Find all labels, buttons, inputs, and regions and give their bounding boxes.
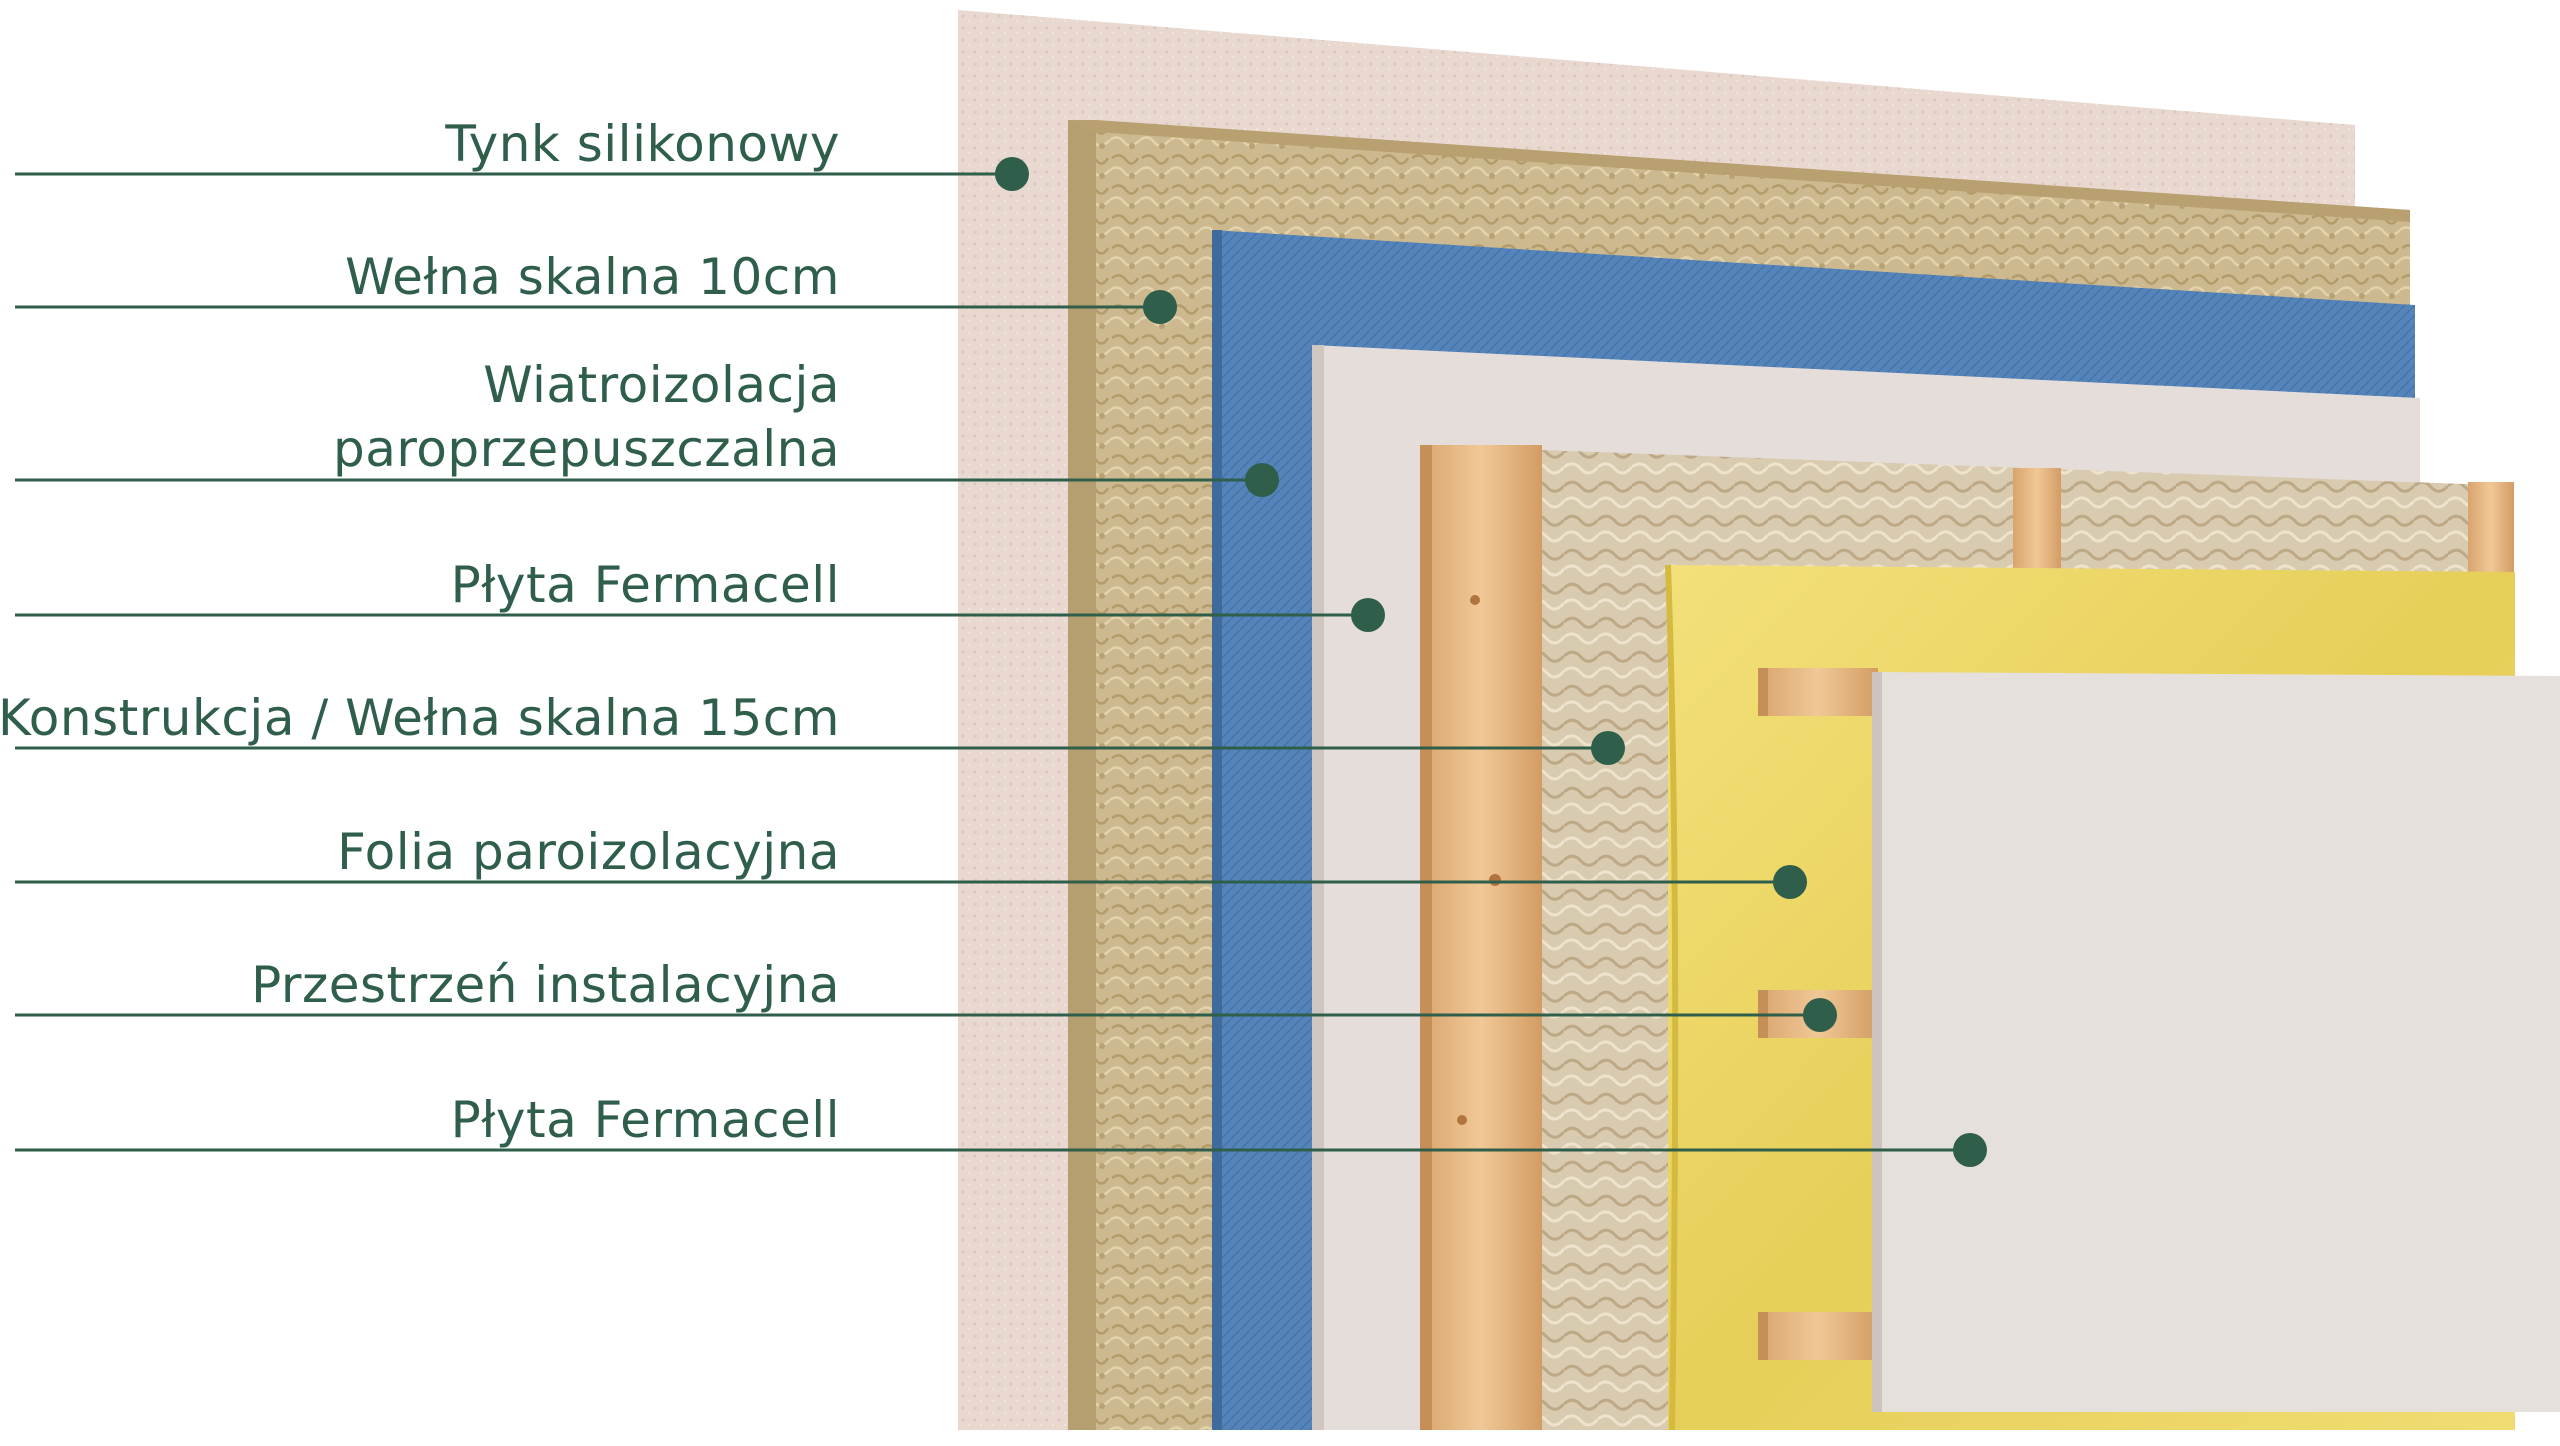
leader-dot-4	[1351, 598, 1385, 632]
leader-dot-6	[1773, 865, 1807, 899]
label-service-cavity: Przestrzeń instalacyjna	[251, 956, 840, 1014]
leader-dot-2	[1143, 290, 1177, 324]
label-frame-rock-wool-15cm: Konstrukcja / Wełna skalna 15cm	[0, 689, 840, 747]
label-rock-wool-10cm: Wełna skalna 10cm	[345, 248, 840, 306]
label-fermacell-inner: Płyta Fermacell	[450, 1091, 840, 1149]
label-wind-membrane-line2: paroprzepuszczalna	[332, 420, 840, 478]
leader-dot-7	[1803, 998, 1837, 1032]
fermacell-board-inner-layer	[1872, 672, 2560, 1412]
service-cavity-battens-layer	[1758, 668, 1878, 1360]
leader-dot-3	[1245, 463, 1279, 497]
label-silicone-plaster: Tynk silikonowy	[445, 115, 840, 173]
leader-dot-1	[995, 157, 1029, 191]
label-fermacell-outer: Płyta Fermacell	[450, 556, 840, 614]
leader-dot-5	[1591, 731, 1625, 765]
leader-lines	[15, 172, 1970, 1152]
leader-dot-8	[1953, 1133, 1987, 1167]
leader-dots	[995, 157, 1987, 1167]
label-wind-membrane-line1: Wiatroizolacja	[483, 356, 840, 414]
label-vapour-barrier: Folia paroizolacyjna	[337, 823, 840, 881]
